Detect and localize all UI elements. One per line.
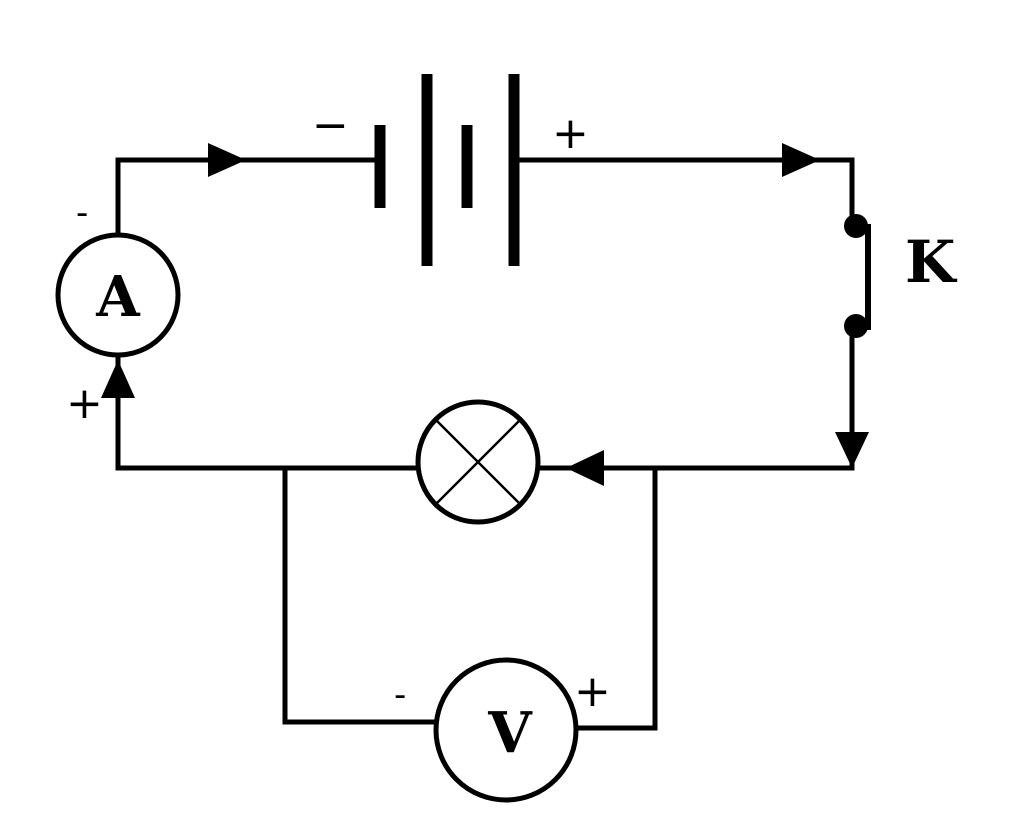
lamp [415, 399, 541, 525]
switch-k: K [844, 214, 958, 338]
ammeter-negative-sign: - [76, 193, 88, 233]
ammeter-circle [55, 232, 181, 358]
wire-right-bottom [535, 327, 855, 471]
switch-contact-bottom [844, 314, 868, 338]
arrow-left-up [101, 360, 135, 398]
arrow-top-right-right [782, 143, 820, 177]
voltmeter-label: V [487, 700, 533, 766]
voltmeter: V - + [394, 657, 611, 803]
wire-voltmeter-right [573, 465, 658, 731]
current-arrows [101, 143, 869, 486]
battery: − + [312, 74, 589, 266]
wire-top-right [513, 157, 855, 221]
arrow-top-left-right [208, 143, 246, 177]
ammeter: A - + [55, 193, 181, 429]
voltmeter-positive-sign: + [574, 666, 611, 717]
lamp-cross-line-2 [435, 419, 521, 505]
wire-bottom-left [115, 351, 421, 471]
battery-negative-sign: − [312, 100, 349, 151]
wire-voltmeter-left [282, 465, 439, 725]
voltmeter-negative-sign: - [394, 675, 406, 715]
voltmeter-circle [433, 657, 579, 803]
arrow-right-down [835, 432, 869, 468]
battery-positive-sign: + [552, 108, 589, 159]
ammeter-positive-sign: + [66, 378, 103, 429]
arrow-bottom-left [566, 450, 604, 486]
switch-contact-top [844, 214, 868, 238]
ammeter-label: A [95, 264, 141, 330]
wire-top-left [115, 157, 381, 239]
switch-label: K [905, 228, 958, 296]
